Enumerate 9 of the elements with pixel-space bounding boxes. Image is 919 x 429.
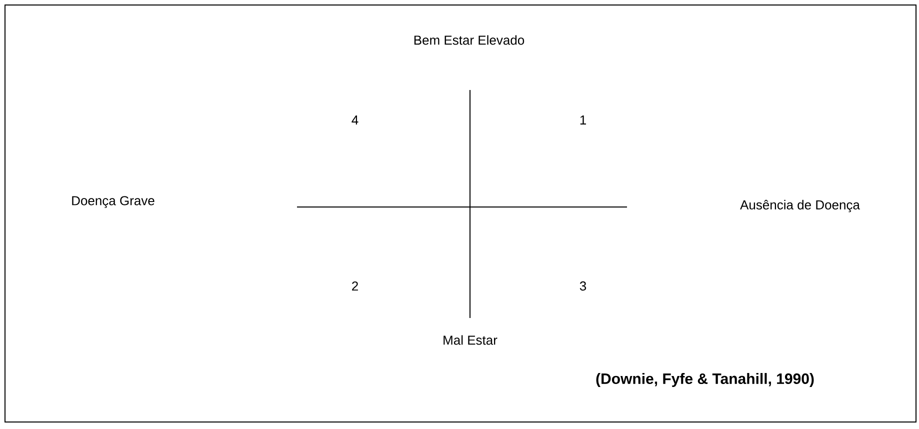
axis-label: Mal Estar: [444, 335, 498, 345]
citation: (Downie, Fyfe & Tanahill, 1990): [596, 373, 814, 387]
axis-label: Doença Grave: [72, 196, 154, 208]
quadrant-number: 3: [580, 281, 586, 291]
axis-label: Bem Estar Elevado: [414, 35, 524, 45]
quadrant-number: 1: [580, 116, 586, 124]
axis-label: Ausência de Doença: [740, 200, 860, 212]
quadrant-number: 4: [352, 116, 358, 124]
quadrant-number: 2: [352, 281, 358, 291]
